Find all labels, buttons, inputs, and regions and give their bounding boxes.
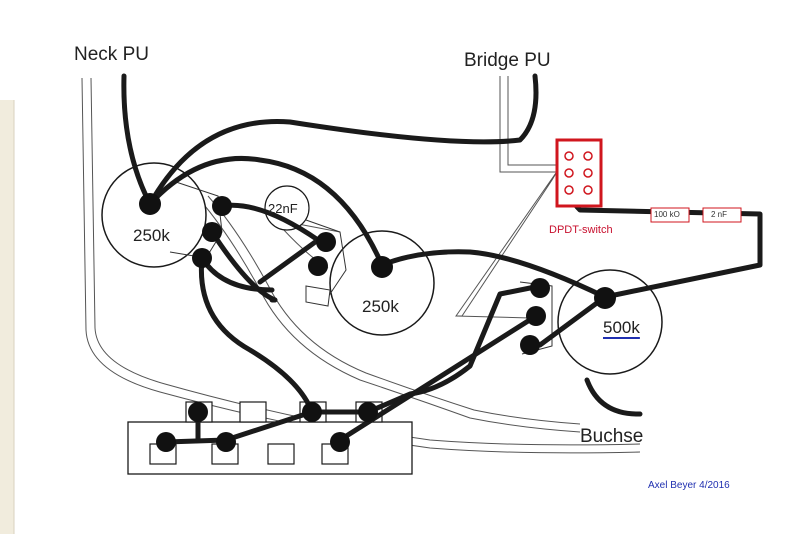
pot-bridge-body [329,230,435,336]
jack-label: Buchse [580,426,644,447]
joint-switch-5 [216,432,236,452]
capacitor-2nf-box [702,207,742,223]
pot-bridge-label: 250k [362,297,399,316]
wire-switch-cross [223,409,315,443]
pot-neck-label: 250k [133,226,170,245]
pot-tone-body [557,269,663,375]
joint-neck-lug-3 [192,248,212,268]
wire-to-tone [379,249,608,300]
wire-switch-bridge [163,437,229,445]
dpdt-lug-1 [564,151,574,161]
dpdt-lug-2 [583,151,593,161]
joint-switch-6 [330,432,350,452]
wire-bridge-hot [147,73,539,207]
credit-label: Axel Beyer 4/2016 [648,480,730,491]
pot-ground-trace-inner [207,195,581,425]
joint-bridge-pot [371,256,393,278]
pot-neck-body [101,162,207,268]
capacitor-label: 22nF [268,201,298,216]
dpdt-lug-4 [583,168,593,178]
joint-neck-pot [139,193,161,215]
capacitor-22nf-body [264,185,310,231]
wire-pot-link [147,155,385,268]
pot-tone-label: 500k [603,318,640,337]
joint-switch-2 [302,402,322,422]
resistor-label: 100 kO [654,210,680,219]
joint-tone-pot [594,287,616,309]
wire-jack-ground [584,377,643,417]
neck-pu-label: Neck PU [74,44,149,65]
dpdt-lug-3 [564,168,574,178]
wires [121,73,763,445]
wire-cap-b [257,237,321,285]
joint-tone-lug-2 [526,306,546,326]
wire-neck-hot [121,73,153,207]
resistor-100k-box [650,207,690,223]
wire-to-switch [198,255,315,415]
wire-neck-lug [209,229,278,303]
dpdt-lug-5 [564,185,574,195]
wire-tone-wiper [537,294,608,348]
joint-tone-lug-1 [530,278,550,298]
pot-ground-trace [199,199,581,433]
switch-tab-7 [267,443,295,465]
dpdt-lug-6 [583,185,593,195]
joint-switch-1 [188,402,208,422]
bridge-lug-trough [305,285,331,307]
bridge-pu-label: Bridge PU [464,50,551,71]
dpdt-switch-outline [555,138,603,208]
joint-neck-lug-1 [212,196,232,216]
joint-neck-lug-2 [202,222,222,242]
cap-lead-b [297,223,341,233]
joint-bridge-lug-2 [308,256,328,276]
solder-joints [139,193,616,452]
joint-tone-lug-3 [520,335,540,355]
joint-switch-4 [156,432,176,452]
dpdt-switch-label: DPDT-switch [549,224,613,236]
joint-bridge-lug-1 [316,232,336,252]
paper-edge [0,100,14,534]
dpdt-switch-lugs [564,151,593,195]
bridge-ground-trace-inner [507,76,556,166]
switch-tab-2 [239,401,267,423]
bridge-ground-trace [499,76,556,173]
capacitor-series-label: 2 nF [711,210,728,219]
joint-switch-3 [358,402,378,422]
